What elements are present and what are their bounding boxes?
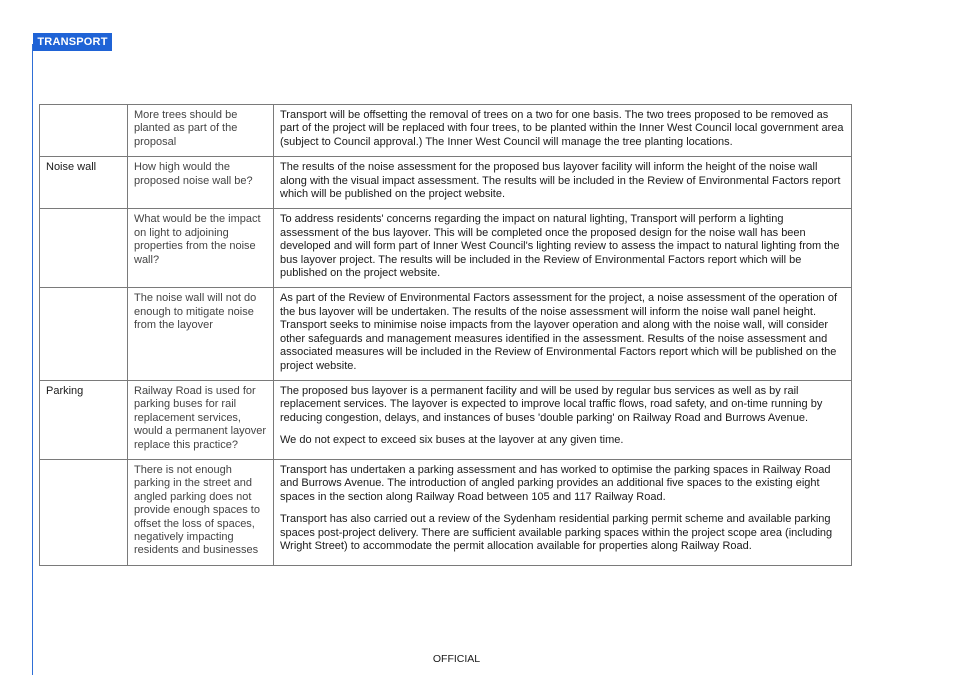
faq-table: More trees should be planted as part of … bbox=[39, 103, 852, 566]
topic-cell bbox=[39, 103, 128, 158]
response-cell: As part of the Review of Environmental F… bbox=[273, 287, 852, 381]
topic-cell bbox=[39, 458, 128, 566]
table-row: What would be the impact on light to adj… bbox=[39, 208, 852, 289]
response-cell: The proposed bus layover is a permanent … bbox=[273, 379, 852, 460]
faq-table-body: More trees should be planted as part of … bbox=[39, 103, 852, 566]
response-paragraph: The proposed bus layover is a permanent … bbox=[280, 384, 823, 424]
topic-cell bbox=[39, 208, 128, 289]
response-cell: The results of the noise assessment for … bbox=[273, 156, 852, 210]
response-paragraph: To address residents' concerns regarding… bbox=[280, 213, 840, 280]
response-paragraph: Transport has also carried out a review … bbox=[280, 513, 833, 552]
topic-cell: Parking bbox=[39, 379, 128, 460]
footer-classification: OFFICIAL bbox=[432, 653, 481, 665]
response-paragraph: Transport has undertaken a parking asses… bbox=[280, 463, 831, 503]
topic-cell: Noise wall bbox=[39, 156, 128, 210]
topic-cell bbox=[39, 287, 128, 381]
table-row: More trees should be planted as part of … bbox=[39, 103, 852, 158]
question-cell: What would be the impact on light to adj… bbox=[127, 208, 274, 289]
transport-badge: TRANSPORT bbox=[33, 33, 112, 51]
response-cell: To address residents' concerns regarding… bbox=[273, 208, 852, 289]
response-paragraph: We do not expect to exceed six buses at … bbox=[280, 434, 624, 447]
response-paragraph: As part of the Review of Environmental F… bbox=[280, 292, 837, 372]
response-cell: Transport has undertaken a parking asses… bbox=[273, 458, 852, 566]
question-cell: Railway Road is used for parking buses f… bbox=[127, 379, 274, 460]
question-cell: The noise wall will not do enough to mit… bbox=[127, 287, 274, 381]
question-cell: More trees should be planted as part of … bbox=[127, 103, 274, 158]
table-row: The noise wall will not do enough to mit… bbox=[39, 287, 852, 381]
left-accent-line bbox=[32, 44, 33, 675]
question-cell: There is not enough parking in the stree… bbox=[127, 458, 274, 566]
response-paragraph: Transport will be offsetting the removal… bbox=[280, 109, 844, 148]
question-cell: How high would the proposed noise wall b… bbox=[127, 156, 274, 210]
response-cell: Transport will be offsetting the removal… bbox=[273, 103, 852, 158]
table-row: There is not enough parking in the stree… bbox=[39, 458, 852, 566]
response-paragraph: The results of the noise assessment for … bbox=[280, 161, 841, 201]
